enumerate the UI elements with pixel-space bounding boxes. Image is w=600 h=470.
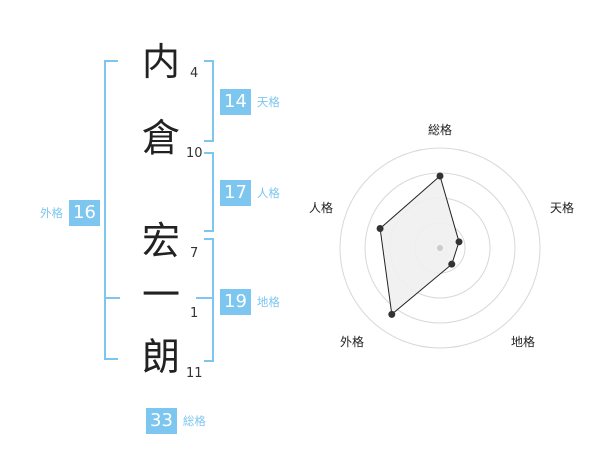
radar-ring-4 [339,147,541,349]
name-char-4: 一 [141,273,180,317]
stroke-count-3: 7 [190,246,199,261]
radar-point-0 [436,172,444,180]
soukaku-value: 33 [146,408,177,434]
stroke-count-4: 1 [190,306,199,321]
chikaku-bracket [204,238,214,362]
tenkaku-value: 14 [220,89,251,115]
radar-chart [339,147,541,349]
radar-point-4 [376,225,384,233]
tenkaku-bracket [204,60,214,142]
radar-label-chikaku: 地格 [511,335,536,349]
name-char-3: 宏 [141,219,180,263]
jinkaku-label: 人格 [256,186,280,200]
soukaku-badge: 33 総格 [146,408,206,434]
radar-label-jinkaku: 人格 [309,201,334,215]
chikaku-label: 地格 [256,295,280,309]
chikaku-badge: 19 地格 [220,289,280,315]
stroke-count-2: 10 [186,146,203,161]
jinkaku-badge: 17 人格 [220,180,280,206]
radar-point-3 [388,310,396,318]
radar-label-tenkaku: 天格 [550,201,575,215]
gaikaku-label: 外格 [40,206,63,220]
radar-center-dot [437,245,443,251]
gaikaku-badge: 外格 16 [40,200,100,226]
jinkaku-bracket [204,152,214,232]
gaikaku-bracket [104,60,118,360]
radar-point-2 [448,260,456,268]
tenkaku-badge: 14 天格 [220,89,280,115]
jinkaku-value: 17 [220,180,251,206]
stroke-count-1: 4 [190,66,199,81]
radar-label-gaikaku: 外格 [340,335,365,349]
chikaku-value: 19 [220,289,251,315]
gaikaku-value: 16 [69,200,100,226]
stroke-count-5: 11 [186,366,203,381]
radar-label-soukaku: 総格 [428,123,453,137]
radar-point-1 [455,238,463,246]
name-char-2: 倉 [141,116,180,160]
tenkaku-label: 天格 [256,95,280,109]
radar-polygon [379,175,460,316]
name-char-1: 内 [141,40,180,84]
soukaku-label: 総格 [182,414,206,428]
gaikaku-bracket-stub [104,297,120,299]
chikaku-bracket-stub [196,297,212,299]
name-char-5: 朗 [141,335,180,379]
